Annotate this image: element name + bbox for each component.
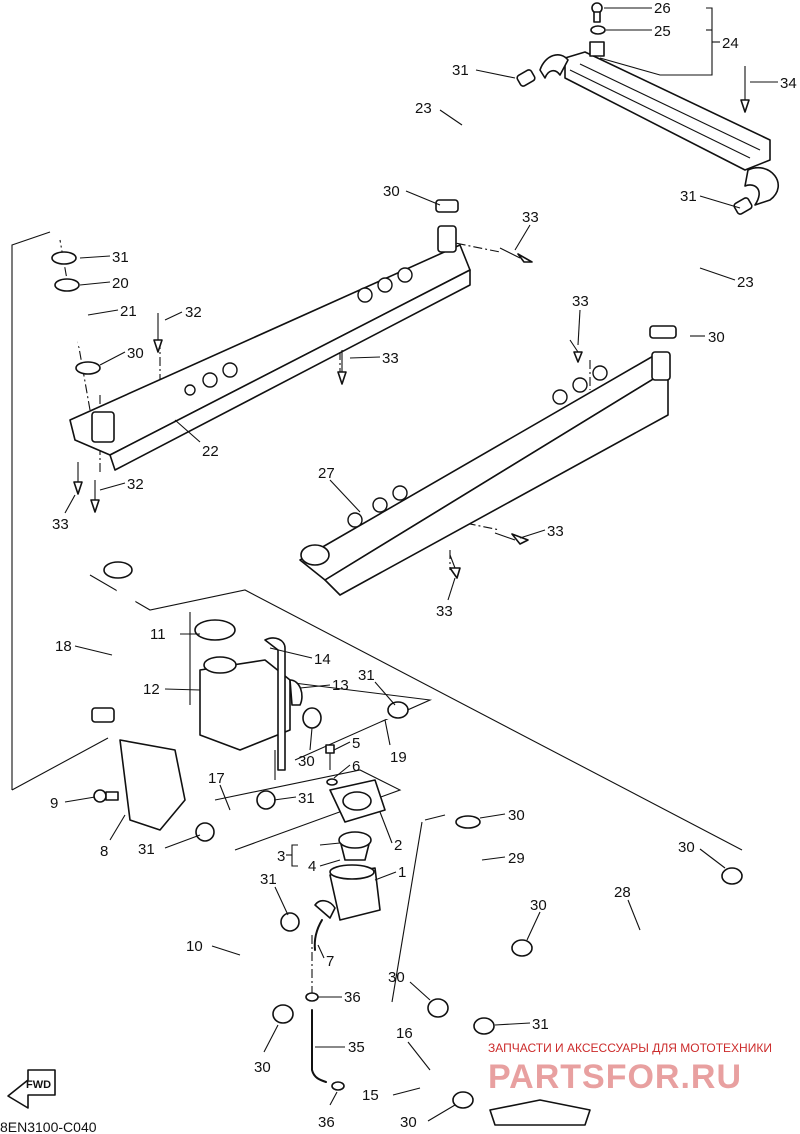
label-17: 17: [208, 770, 225, 787]
label-30: 30: [508, 807, 525, 824]
label-36: 36: [344, 989, 361, 1006]
label-36: 36: [318, 1114, 335, 1131]
hose-17: [195, 790, 276, 842]
reservoir-tank-12: [93, 619, 409, 831]
label-30: 30: [388, 969, 405, 986]
diagram-code: 8EN3100-C040: [0, 1119, 97, 1134]
label-31: 31: [260, 871, 277, 888]
label-27: 27: [318, 465, 335, 482]
label-28: 28: [614, 884, 631, 901]
hose-28: [511, 867, 743, 986]
hose-23-right: [649, 197, 753, 339]
cooling-rail-27: [299, 351, 671, 596]
label-30: 30: [254, 1059, 271, 1076]
bolt-set-upper: [73, 247, 583, 513]
label-4: 4: [308, 858, 316, 875]
thermostat-housing: [313, 744, 386, 951]
label-23: 23: [415, 100, 432, 117]
watermark-logo: PARTSFOR.RU: [488, 1058, 742, 1096]
label-31: 31: [298, 790, 315, 807]
label-32: 32: [185, 304, 202, 321]
label-8: 8: [100, 843, 108, 860]
cooling-rail-22: [69, 225, 471, 471]
label-2: 2: [394, 837, 402, 854]
label-11: 11: [150, 626, 166, 643]
hose-18: [91, 561, 138, 726]
leader-lines: [64, 7, 778, 1122]
label-26: 26: [654, 0, 671, 17]
label-30: 30: [400, 1114, 417, 1131]
label-12: 12: [143, 681, 160, 698]
label-25: 25: [654, 23, 671, 40]
label-33: 33: [547, 523, 564, 540]
part-number-labels: 26 25 24 34 31 23 30 31 23 33 31 20 21 3…: [50, 0, 797, 1131]
label-23: 23: [737, 274, 754, 291]
label-29: 29: [508, 850, 525, 867]
label-7: 7: [326, 953, 334, 970]
label-30: 30: [298, 753, 315, 770]
label-30: 30: [383, 183, 400, 200]
label-30: 30: [708, 329, 725, 346]
fwd-label: FWD: [26, 1079, 51, 1091]
label-33: 33: [436, 603, 453, 620]
label-31: 31: [680, 188, 697, 205]
label-1: 1: [398, 864, 406, 881]
label-20: 20: [112, 275, 129, 292]
label-35: 35: [348, 1039, 365, 1056]
label-31: 31: [112, 249, 129, 266]
label-30: 30: [127, 345, 144, 362]
label-16: 16: [396, 1025, 413, 1042]
label-9: 9: [50, 795, 58, 812]
hose-29: [427, 815, 481, 1018]
label-5: 5: [352, 735, 360, 752]
label-18: 18: [55, 638, 72, 655]
label-6: 6: [352, 758, 360, 775]
label-24: 24: [722, 35, 739, 52]
label-14: 14: [314, 651, 331, 668]
watermark-caption: ЗАПЧАСТИ И АКСЕССУАРЫ ДЛЯ МОТОТЕХНИКИ: [488, 1041, 772, 1055]
label-34: 34: [780, 75, 797, 92]
label-33: 33: [572, 293, 589, 310]
label-33: 33: [52, 516, 69, 533]
label-21: 21: [120, 303, 137, 320]
label-31: 31: [452, 62, 469, 79]
label-32: 32: [127, 476, 144, 493]
hose-16: [411, 1017, 591, 1126]
label-19: 19: [390, 749, 407, 766]
label-22: 22: [202, 443, 219, 460]
label-31: 31: [532, 1016, 549, 1033]
hose-21: [51, 251, 101, 375]
fwd-arrow: FWD: [7, 1069, 56, 1109]
label-31: 31: [358, 667, 375, 684]
label-33: 33: [522, 209, 539, 226]
hose-35: [305, 992, 345, 1091]
hose-23-left: [435, 69, 536, 218]
label-33: 33: [382, 350, 399, 367]
label-13: 13: [332, 677, 349, 694]
label-31: 31: [138, 841, 155, 858]
label-15: 15: [362, 1087, 379, 1104]
label-30: 30: [678, 839, 695, 856]
label-30: 30: [530, 897, 547, 914]
label-10: 10: [186, 938, 203, 955]
hose-10: [242, 912, 300, 1024]
watermark: ЗАПЧАСТИ И АКСЕССУАРЫ ДЛЯ МОТОТЕХНИКИ PA…: [488, 1041, 772, 1096]
radiator-assembly: [539, 2, 780, 206]
label-3: 3: [277, 848, 285, 865]
